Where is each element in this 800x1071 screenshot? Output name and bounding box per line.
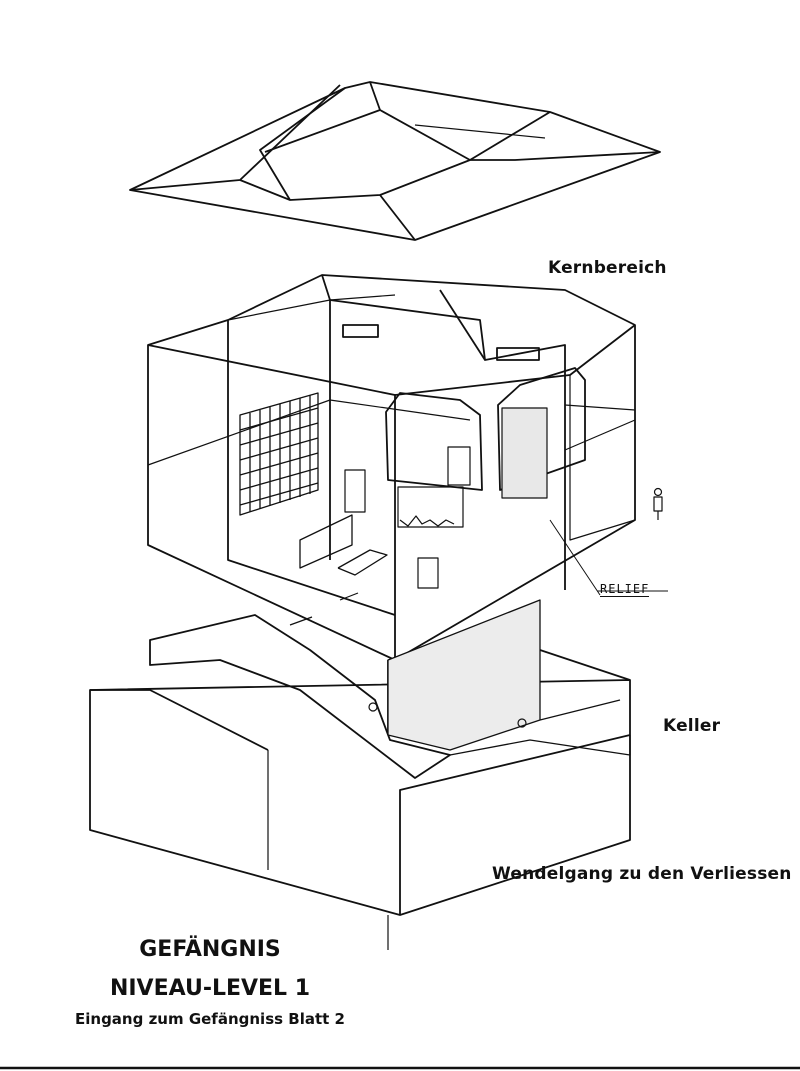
scale-figure-icon (653, 487, 663, 520)
cellar-level (89, 599, 631, 950)
label-passage: Wendelgang zu den Verliessen (492, 864, 792, 884)
barred-window (239, 392, 319, 516)
core-level (147, 274, 668, 661)
label-relief: RELIEF (600, 582, 650, 597)
title-line3: Eingang zum Gefängniss Blatt 2 (75, 1010, 345, 1028)
title-line1: GEFÄNGNIS (139, 937, 281, 962)
title-line2: NIVEAU-LEVEL 1 (109, 976, 311, 1001)
roof (129, 81, 661, 241)
label-cellar: Keller (663, 716, 721, 736)
label-core: Kernbereich (548, 258, 667, 278)
